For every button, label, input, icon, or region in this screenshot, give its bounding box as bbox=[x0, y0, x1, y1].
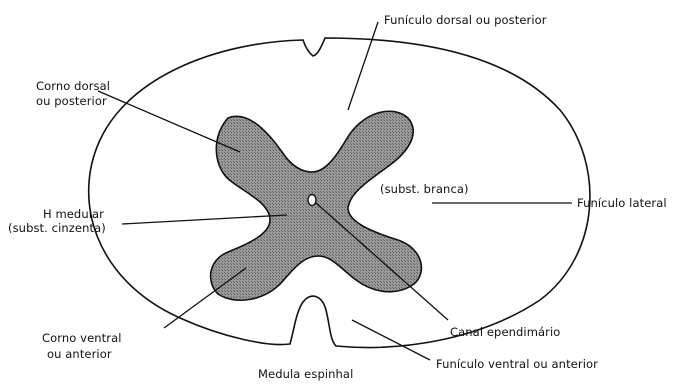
label-h-medular-1: H medular bbox=[0, 207, 104, 221]
diagram-title: Medula espinhal bbox=[258, 367, 353, 381]
label-funiculo-ventral: Funículo ventral ou anterior bbox=[436, 357, 598, 371]
label-funiculo-dorsal: Funículo dorsal ou posterior bbox=[384, 13, 547, 27]
label-canal-ependimario: Canal ependimário bbox=[450, 325, 560, 339]
label-h-medular-2: (subst. cinzenta) bbox=[8, 221, 106, 235]
label-corno-dorsal-1: Corno dorsal bbox=[36, 79, 110, 93]
central-canal bbox=[308, 195, 316, 206]
label-funiculo-lateral: Funículo lateral bbox=[577, 196, 667, 210]
label-corno-ventral-1: Corno ventral bbox=[42, 331, 122, 345]
label-corno-ventral-2: ou anterior bbox=[47, 347, 112, 361]
label-corno-dorsal-2: ou posterior bbox=[36, 94, 107, 108]
label-subst-branca: (subst. branca) bbox=[380, 182, 469, 196]
